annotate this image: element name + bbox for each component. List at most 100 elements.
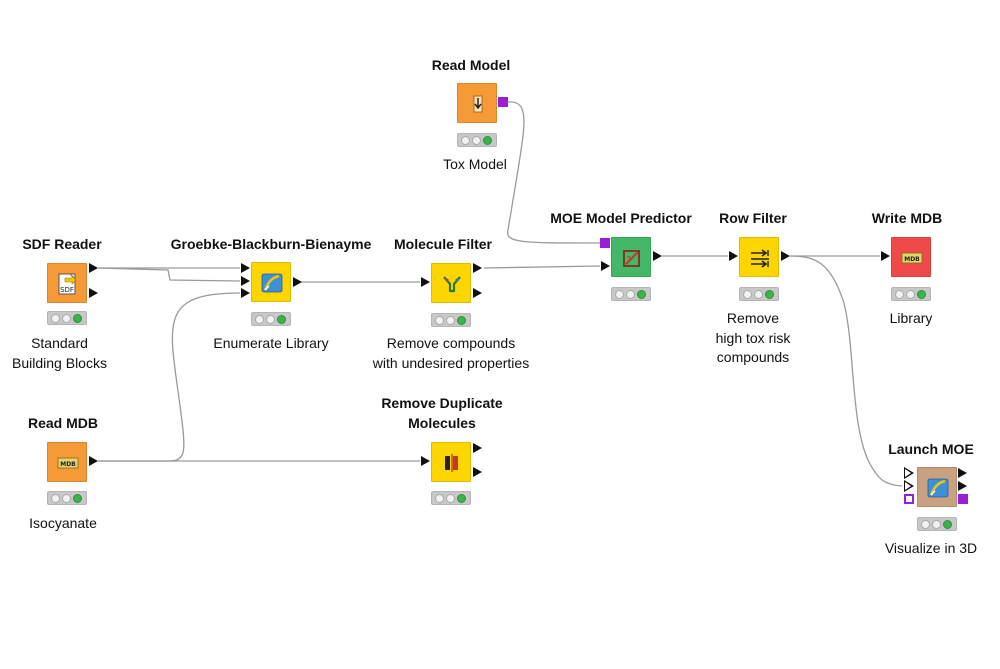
node-box-manipulator[interactable]: [739, 237, 779, 277]
node-title: Launch MOE: [888, 441, 974, 457]
row-filter-icon: [751, 249, 769, 268]
node-box-manipulator[interactable]: [431, 263, 471, 303]
input-port[interactable]: [729, 251, 738, 261]
node-status: [251, 312, 291, 326]
input-port-2[interactable]: [241, 276, 250, 286]
input-port[interactable]: [421, 456, 430, 466]
status-light-yellow: [62, 494, 71, 503]
status-light-yellow: [626, 290, 635, 299]
node-box-view[interactable]: [917, 467, 957, 507]
output-port-2[interactable]: [89, 288, 98, 298]
output-port-2[interactable]: [473, 288, 482, 298]
model-input-port[interactable]: [600, 238, 610, 248]
status-light-green: [943, 520, 952, 529]
node-status: [611, 287, 651, 301]
node-title: Row Filter: [719, 210, 787, 226]
duplicate-icon: [445, 454, 458, 472]
status-light-green: [277, 315, 286, 324]
model-output-port[interactable]: [958, 494, 968, 504]
output-port-1[interactable]: [958, 468, 967, 478]
output-port-2[interactable]: [958, 481, 967, 491]
status-light-green: [917, 290, 926, 299]
desc-line: Remove: [726, 310, 780, 326]
node-description: Isocyanate: [13, 514, 113, 534]
status-light-green: [73, 494, 82, 503]
status-light-red: [921, 520, 930, 529]
status-light-yellow: [446, 316, 455, 325]
connection-sdf-to-gbb-2: [97, 267, 241, 282]
node-status: [431, 313, 471, 327]
model-output-port[interactable]: [498, 97, 508, 107]
node-box-source[interactable]: MDB: [47, 442, 87, 482]
filter-funnel-icon: [443, 276, 461, 293]
output-port-1[interactable]: [473, 263, 482, 273]
input-port-2[interactable]: [904, 480, 914, 492]
moe-launch-icon: [927, 478, 949, 498]
connection-rowfilter-to-launchmoe: [789, 255, 903, 487]
node-description: Visualize in 3D: [872, 539, 990, 559]
node-box-predictor[interactable]: [611, 237, 651, 277]
title-line: Remove Duplicate: [381, 395, 503, 411]
output-port[interactable]: [89, 456, 98, 466]
status-light-yellow: [62, 314, 71, 323]
status-light-red: [461, 136, 470, 145]
node-box-source[interactable]: [457, 83, 497, 123]
node-status: [457, 133, 497, 147]
status-light-green: [637, 290, 646, 299]
input-port[interactable]: [421, 277, 430, 287]
desc-line: Library: [889, 310, 933, 326]
desc-line: Remove compounds: [386, 335, 516, 351]
status-light-red: [51, 314, 60, 323]
node-title: Groebke-Blackburn-Bienayme: [170, 236, 372, 252]
title-line: Molecules: [408, 414, 476, 431]
node-status: [739, 287, 779, 301]
desc-line: Enumerate Library: [213, 335, 329, 351]
node-title: SDF Reader: [22, 236, 102, 252]
status-light-red: [255, 315, 264, 324]
mdb-icon-text: MDB: [904, 256, 920, 263]
desc-line: with undesired properties: [372, 354, 530, 371]
model-input-port[interactable]: [904, 494, 914, 504]
input-port[interactable]: [601, 261, 610, 271]
status-light-green: [73, 314, 82, 323]
output-port-1[interactable]: [89, 263, 98, 273]
output-port-2[interactable]: [473, 467, 482, 477]
node-status: [431, 491, 471, 505]
input-port-1[interactable]: [904, 467, 914, 479]
node-title: Read Model: [431, 57, 511, 73]
output-port[interactable]: [781, 251, 790, 261]
node-title: Remove Duplicate Molecules: [371, 394, 513, 433]
mdb-read-icon: MDB: [57, 457, 79, 469]
desc-line: Visualize in 3D: [884, 540, 978, 556]
status-light-yellow: [754, 290, 763, 299]
desc-line: high tox risk: [715, 329, 791, 346]
desc-line: compounds: [716, 349, 790, 365]
input-port-3[interactable]: [241, 288, 250, 298]
node-box-writer[interactable]: MDB: [891, 237, 931, 277]
status-light-yellow: [266, 315, 275, 324]
sdf-file-icon: SDF: [58, 273, 77, 295]
status-light-red: [615, 290, 624, 299]
output-port-1[interactable]: [473, 443, 482, 453]
node-box-manipulator[interactable]: [251, 262, 291, 302]
mdb-write-icon: MDB: [901, 252, 923, 264]
mdb-icon-text: MDB: [60, 461, 76, 468]
node-status: [917, 517, 957, 531]
node-box-manipulator[interactable]: [431, 442, 471, 482]
status-light-yellow: [906, 290, 915, 299]
status-light-red: [435, 316, 444, 325]
node-description: Remove compounds with undesired properti…: [351, 334, 551, 373]
output-port[interactable]: [653, 251, 662, 261]
node-box-source[interactable]: SDF: [47, 263, 87, 303]
node-title: Write MDB: [871, 210, 943, 226]
input-port-1[interactable]: [241, 263, 250, 273]
predictor-icon: [623, 250, 640, 267]
connection-molfilter-to-predictor: [483, 265, 601, 269]
input-port[interactable]: [881, 251, 890, 261]
node-status: [47, 311, 87, 325]
output-port[interactable]: [293, 277, 302, 287]
node-description: Tox Model: [415, 155, 535, 175]
node-status: [47, 491, 87, 505]
moe-reaction-icon: [261, 273, 283, 293]
